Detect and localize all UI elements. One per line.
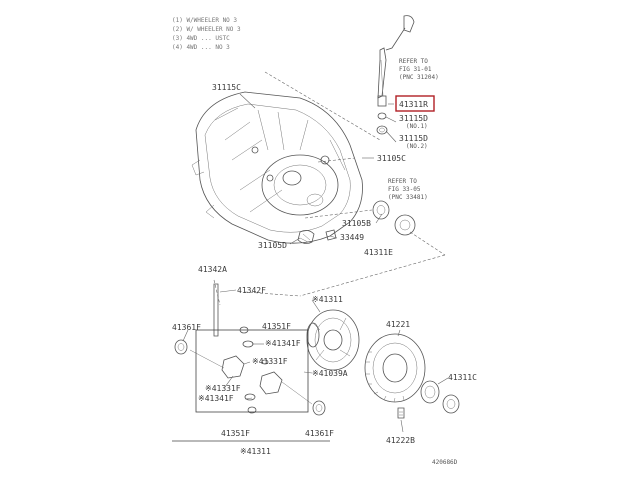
label-31105D[interactable]: 31105D (258, 241, 287, 250)
label-41311C[interactable]: 41311C (448, 373, 477, 382)
part-labels: REFER TO FIG 31-01 (PNC 31204) 31115C 41… (172, 58, 477, 466)
label-41341F-bottom[interactable]: ※41341F (198, 394, 234, 403)
label-41351F-top[interactable]: 41351F (262, 322, 291, 331)
highlighted-part-box (395, 95, 435, 112)
label-31115D-no2-note: (NO.2) (406, 143, 428, 150)
label-41361F-left[interactable]: 41361F (172, 323, 201, 332)
label-41361F-bottom[interactable]: 41361F (305, 429, 334, 438)
label-31105B[interactable]: 31105B (342, 219, 371, 228)
label-41311R[interactable]: 41311R (399, 100, 428, 109)
label-31115D-no1-note: (NO.1) (406, 123, 428, 130)
label-31105C[interactable]: 31105C (377, 154, 406, 163)
label-33449[interactable]: 33449 (340, 233, 364, 242)
differential-drawing (174, 283, 460, 419)
label-41221[interactable]: 41221 (386, 320, 410, 329)
ref2-line3: (PNC 33481) (388, 194, 428, 201)
label-41311-star[interactable]: ※41311 (312, 295, 343, 304)
label-31115C[interactable]: 31115C (212, 83, 241, 92)
label-31115D-no1[interactable]: 31115D (399, 114, 428, 123)
dashed-leaders (213, 71, 446, 306)
header-line-2: (2) W/ WHEELER NO 3 (172, 26, 241, 33)
transmission-case-drawing (191, 91, 363, 244)
label-41341F-top[interactable]: ※41341F (265, 339, 301, 348)
label-41342F[interactable]: 41342F (237, 286, 266, 295)
control-rod-drawing (376, 15, 415, 135)
label-41342A[interactable]: 41342A (198, 265, 227, 274)
label-41222B[interactable]: 41222B (386, 436, 415, 445)
label-41039A[interactable]: ※41039A (312, 369, 348, 378)
speedometer-gear-drawing (297, 200, 416, 244)
label-41311-bottom[interactable]: ※41311 (240, 447, 271, 456)
header-line-1: (1) W/WHEELER NO 3 (172, 17, 237, 24)
label-leaders (182, 93, 449, 433)
diagram-code: 420686D (432, 459, 458, 466)
ref2-line1: REFER TO (388, 178, 417, 185)
label-31115D-no2[interactable]: 31115D (399, 134, 428, 143)
label-41331F-bottom[interactable]: ※41331F (205, 384, 241, 393)
ref1-line2: FIG 31-01 (399, 66, 432, 73)
label-41351F-bottom[interactable]: 41351F (221, 429, 250, 438)
ref1-line3: (PNC 31204) (399, 74, 439, 81)
label-41311E[interactable]: 41311E (364, 248, 393, 257)
ref1-line1: REFER TO (399, 58, 428, 65)
header-line-3: (3) 4WD ... USTC (172, 35, 230, 42)
ref2-line2: FIG 33-05 (388, 186, 421, 193)
header-line-4: (4) 4WD ... NO 3 (172, 44, 230, 51)
label-41331F-top[interactable]: ※41331F (252, 357, 288, 366)
header-notes: (1) W/WHEELER NO 3 (2) W/ WHEELER NO 3 (… (172, 17, 241, 51)
